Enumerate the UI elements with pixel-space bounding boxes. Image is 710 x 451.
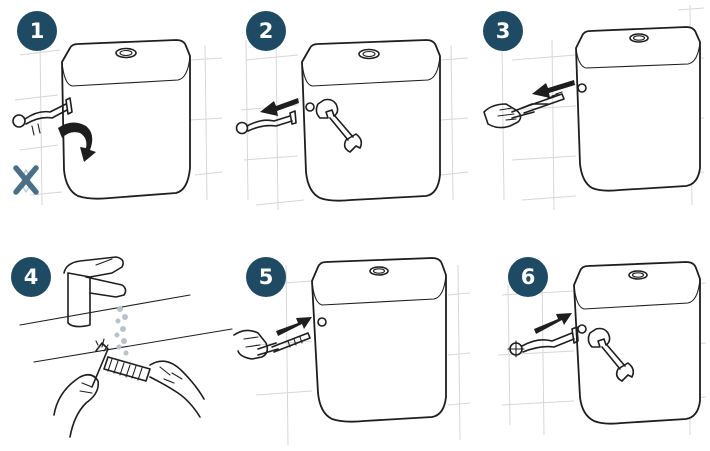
hand-left: [54, 375, 98, 437]
step-number-badge: 6: [508, 257, 548, 297]
step-number-badge: 4: [11, 257, 51, 297]
cistern-tank: [576, 27, 700, 191]
cistern-tank: [302, 40, 440, 201]
step-6-panel: 6: [472, 225, 710, 451]
step-number-badge: 3: [483, 11, 523, 51]
push-arrow: [534, 313, 572, 334]
step-number-badge: 2: [246, 11, 286, 51]
hand-right: [150, 361, 204, 417]
hand-icon: [484, 104, 521, 128]
cistern-tank: [62, 40, 190, 199]
cistern-tank: [312, 258, 446, 422]
step-6-illustration: [472, 225, 710, 451]
step-4-panel: 4: [0, 225, 236, 451]
cistern-tank: [574, 262, 700, 424]
step-number-badge: 1: [17, 11, 57, 51]
step-5-panel: 5: [236, 225, 472, 451]
filter-cylinder: [104, 357, 150, 381]
step-1-panel: 1: [0, 0, 236, 225]
disconnected-hose: [237, 111, 297, 134]
step-number-badge: 5: [246, 257, 286, 297]
pull-arrow: [260, 98, 299, 116]
step-2-panel: 2: [236, 0, 472, 225]
water-off-cross-icon: [16, 168, 36, 192]
step-3-panel: 3: [472, 0, 710, 225]
